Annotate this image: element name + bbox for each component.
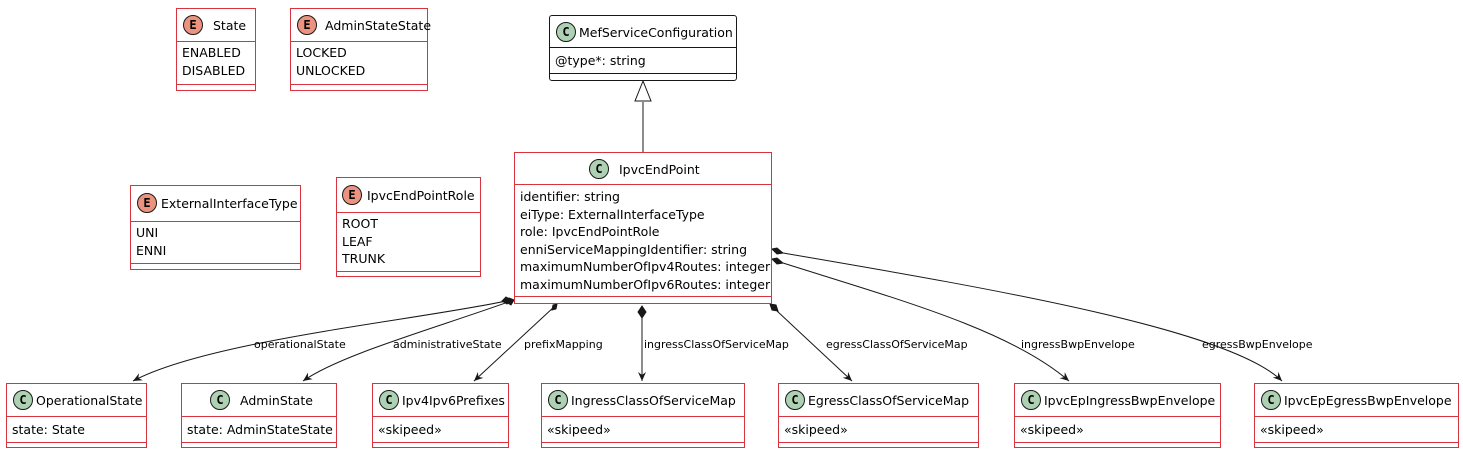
enum-icon: E <box>183 15 203 35</box>
class-title: IpvcEndPoint <box>619 162 700 177</box>
enum-icon: E <box>297 15 317 35</box>
relation-label-ingress-bwp-envelope: ingressBwpEnvelope <box>1021 338 1135 351</box>
enum-value: ENNI <box>136 242 167 258</box>
enum-icon: E <box>342 185 362 205</box>
class-ipvc-ep-egress-bwp-envelope: C IpvcEpEgressBwpEnvelope «skipeed» <box>1254 383 1459 448</box>
enum-value: LEAF <box>342 233 373 249</box>
enum-value: LOCKED <box>296 45 347 60</box>
class-title: IpvcEpIngressBwpEnvelope <box>1044 393 1216 408</box>
class-icon: C <box>1021 390 1041 410</box>
enum-title: ExternalInterfaceType <box>161 196 298 211</box>
relation-label-egress-cos-map: egressClassOfServiceMap <box>826 338 968 351</box>
class-attribute: enniServiceMappingIdentifier: string <box>520 241 748 257</box>
class-title: IpvcEpEgressBwpEnvelope <box>1284 393 1452 408</box>
class-icon: C <box>589 159 609 179</box>
class-title: MefServiceConfiguration <box>579 25 733 40</box>
class-egress-class-of-service-map: C EgressClassOfServiceMap «skipeed» <box>778 383 979 448</box>
class-attribute: «skipeed» <box>1020 422 1084 437</box>
class-attribute: role: IpvcEndPointRole <box>520 224 660 240</box>
class-attribute: state: AdminStateState <box>187 422 333 437</box>
class-icon: C <box>210 390 230 410</box>
relation-label-prefix-mapping: prefixMapping <box>524 338 603 351</box>
class-attribute: state: State <box>12 422 85 437</box>
class-ingress-class-of-service-map: C IngressClassOfServiceMap «skipeed» <box>541 383 745 448</box>
class-icon: C <box>785 390 805 410</box>
class-ipvc-end-point: C IpvcEndPoint identifier: string eiType… <box>514 152 772 304</box>
class-operational-state: C OperationalState state: State <box>6 383 147 448</box>
class-title: IngressClassOfServiceMap <box>571 393 736 408</box>
class-ipvc-ep-ingress-bwp-envelope: C IpvcEpIngressBwpEnvelope «skipeed» <box>1014 383 1221 448</box>
class-attribute: «skipeed» <box>784 422 848 437</box>
enum-state: E State ENABLED DISABLED <box>176 8 256 91</box>
class-title: Ipv4Ipv6Prefixes <box>402 393 505 408</box>
class-attribute: @type*: string <box>555 53 646 68</box>
composition-administrative-state <box>302 297 515 382</box>
composition-ingress-cos-map <box>637 305 647 381</box>
class-icon: C <box>379 390 399 410</box>
class-admin-state: C AdminState state: AdminStateState <box>181 383 337 448</box>
class-mef-service-configuration: C MefServiceConfiguration @type*: string <box>549 15 737 81</box>
enum-value: TRUNK <box>342 251 386 267</box>
relation-label-operational-state: operationalState <box>254 338 346 351</box>
composition-ingress-bwp-envelope <box>770 257 1070 382</box>
class-attribute: identifier: string <box>520 189 620 204</box>
class-icon: C <box>13 390 33 410</box>
enum-external-interface-type: E ExternalInterfaceType UNI ENNI <box>130 185 301 270</box>
enum-value: UNLOCKED <box>296 62 366 78</box>
relation-label-ingress-cos-map: ingressClassOfServiceMap <box>644 338 789 351</box>
enum-icon: E <box>137 193 157 213</box>
enum-value: ENABLED <box>182 45 241 60</box>
class-attribute: «skipeed» <box>1260 422 1324 437</box>
composition-prefix-mapping <box>473 303 558 382</box>
enum-title: AdminStateState <box>325 18 432 33</box>
generalization-arrowhead <box>634 79 652 102</box>
relation-label-egress-bwp-envelope: egressBwpEnvelope <box>1202 338 1313 351</box>
enum-title: State <box>213 18 247 33</box>
composition-egress-bwp-envelope <box>770 247 1283 382</box>
enum-ipvc-end-point-role: E IpvcEndPointRole ROOT LEAF TRUNK <box>336 177 481 277</box>
enum-value: ROOT <box>342 216 378 231</box>
class-icon: C <box>548 390 568 410</box>
class-title: EgressClassOfServiceMap <box>808 393 970 408</box>
class-icon: C <box>1261 390 1281 410</box>
composition-egress-cos-map <box>769 303 853 382</box>
class-attribute: «skipeed» <box>547 422 611 437</box>
class-attribute: eiType: ExternalInterfaceType <box>520 206 705 222</box>
class-attribute: «skipeed» <box>378 422 442 437</box>
class-ipv4-ipv6-prefixes: C Ipv4Ipv6Prefixes «skipeed» <box>372 383 509 448</box>
class-icon: C <box>556 22 576 42</box>
class-attribute: maximumNumberOfIpv4Routes: integer <box>520 259 771 275</box>
enum-value: UNI <box>136 225 159 240</box>
enum-value: DISABLED <box>182 62 246 78</box>
class-title: AdminState <box>240 393 313 408</box>
class-title: OperationalState <box>36 393 143 408</box>
enum-title: IpvcEndPointRole <box>367 188 475 203</box>
relation-label-administrative-state: administrativeState <box>393 338 502 351</box>
class-attribute: maximumNumberOfIpv6Routes: integer <box>520 276 771 292</box>
enum-admin-state-state: E AdminStateState LOCKED UNLOCKED <box>290 8 432 91</box>
